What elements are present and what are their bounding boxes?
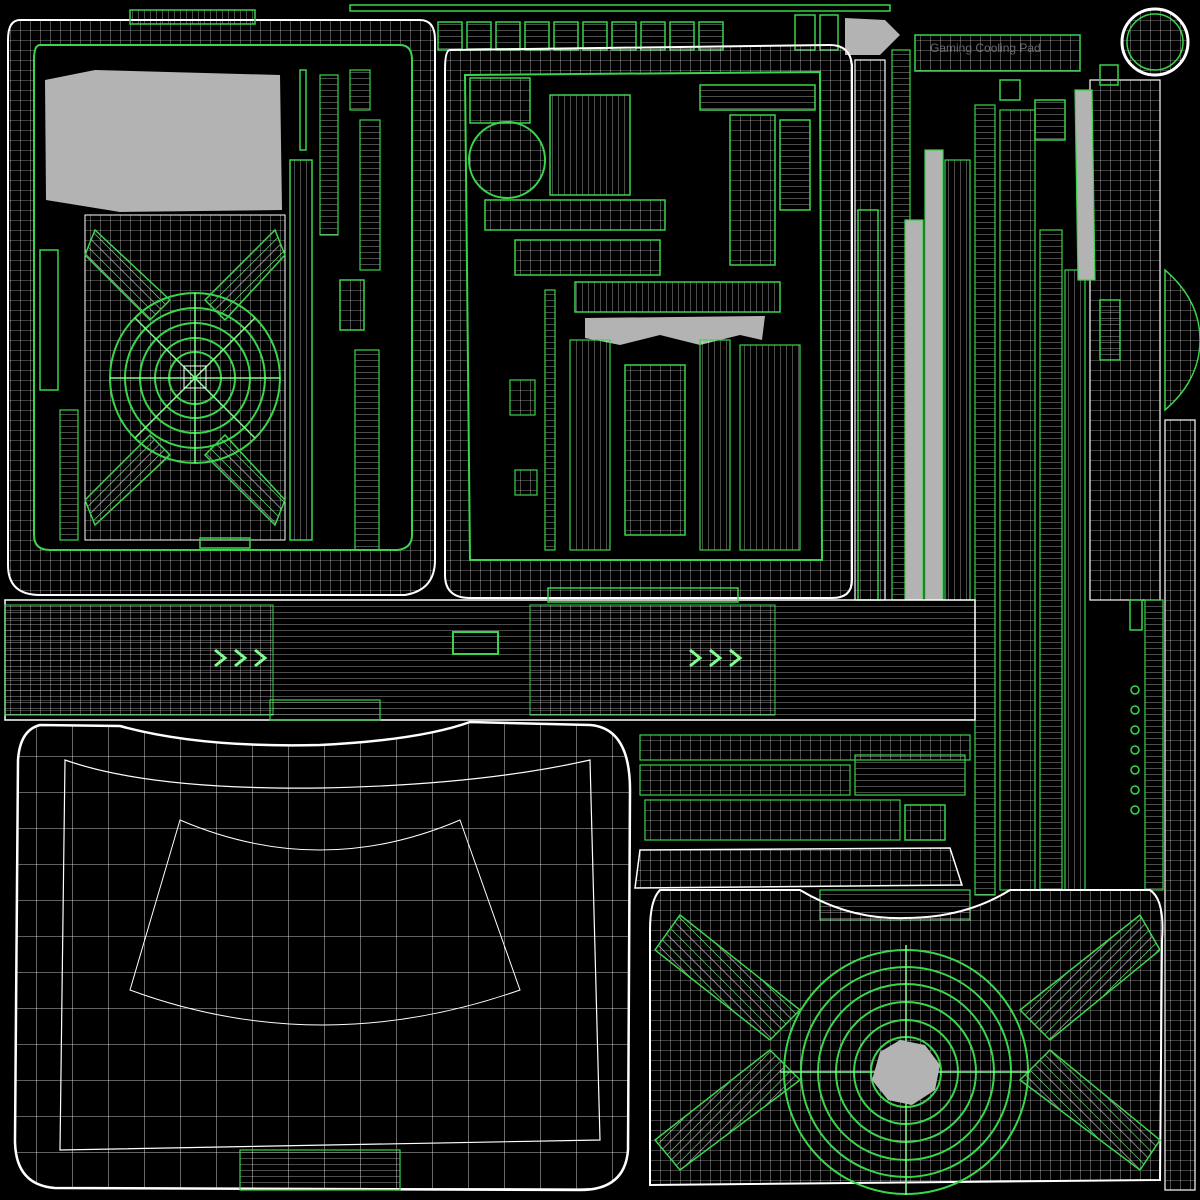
texture-label: Gaming Cooling Pad [930,41,1041,55]
uv-island-side-panels [634,734,971,921]
uv-island-fill-blob [845,18,900,55]
uv-island-center-band [4,587,976,721]
uv-island-small-parts [999,64,1143,815]
uv-island-circuit-panel [444,43,853,599]
uv-island-fan-bottom-right [649,889,1164,1195]
uv-island-vertical-strips [854,49,1200,1191]
uv-island-round-knob [1120,7,1190,77]
uv-island-base-pad [13,699,632,1192]
uv-island-fan-panel-top-left [7,19,436,596]
uv-island-label-plate [914,34,1081,72]
uv-island-top-strips [129,4,891,51]
